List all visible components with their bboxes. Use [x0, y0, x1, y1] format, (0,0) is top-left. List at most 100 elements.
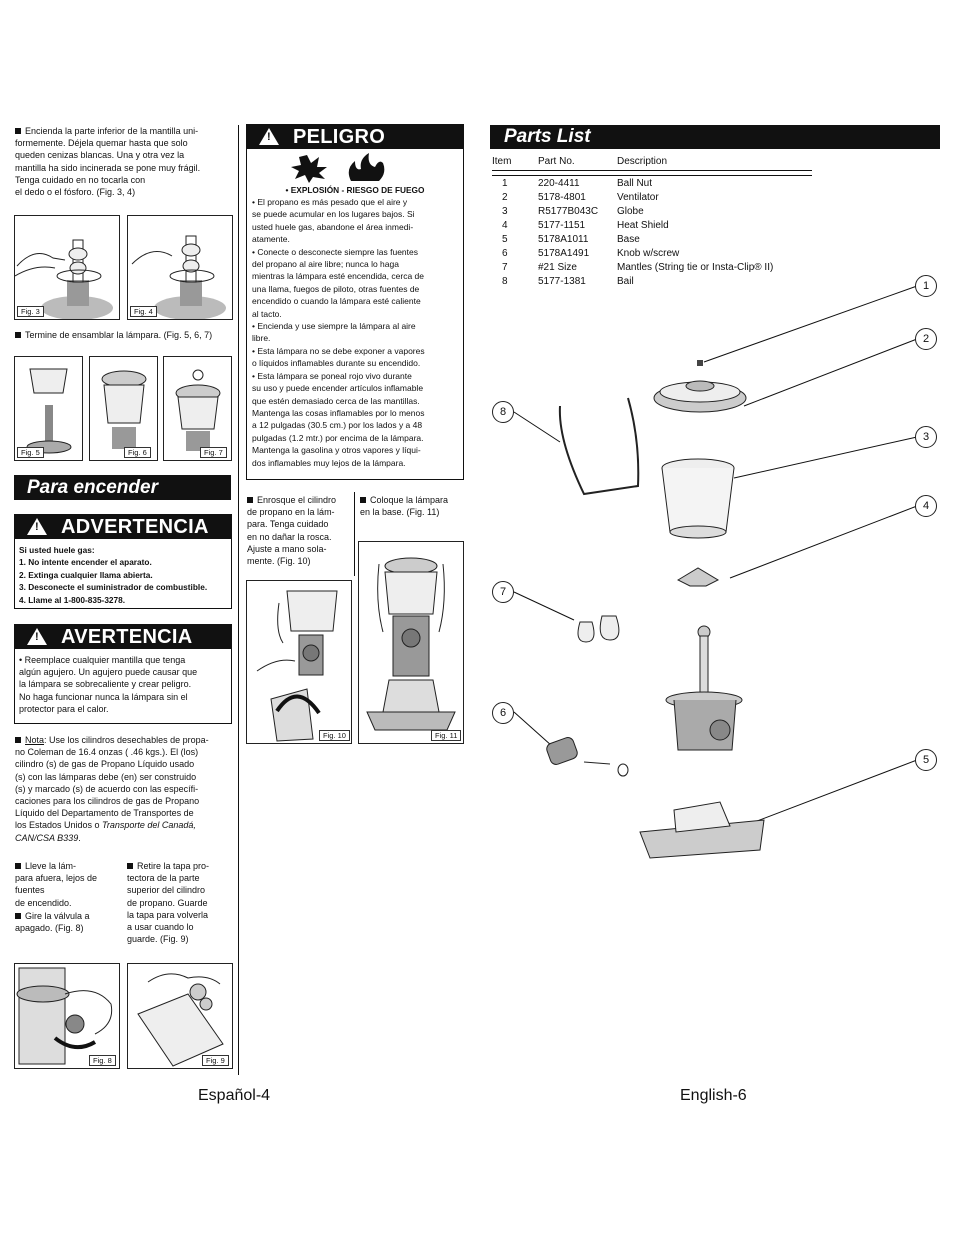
leader-line [733, 436, 918, 479]
callout-3: 3 [915, 426, 937, 448]
advertencia-line: 2. Extinga cualquier llama abierta. [19, 569, 153, 580]
middle-divider [354, 492, 355, 576]
cell-description: Ball Nut [617, 178, 653, 189]
cell-part-no: 5178A1491 [538, 248, 590, 259]
advertencia-line: Si usted huele gas: [19, 545, 95, 555]
bullet-icon [15, 332, 21, 338]
nota-text: : Use los cilindros desechables de propa… [15, 735, 209, 831]
parts-table-row: 4 5177-1151 Heat Shield [492, 220, 812, 234]
peligro-header: ! PELIGRO [247, 125, 463, 149]
cell-part-no: #21 Size [538, 262, 577, 273]
bail-part [558, 397, 640, 496]
step-screw-cylinder: Enrosque el cilindro de propano en la lá… [247, 494, 353, 567]
step-place-base: Coloque la lámpara en la base. (Fig. 11) [360, 494, 464, 518]
banner-title: Parts List [504, 126, 591, 147]
globe-assembly-illustration [26, 368, 72, 454]
callout-4: 4 [915, 495, 937, 517]
cell-item: 8 [502, 276, 508, 287]
cell-description: Heat Shield [617, 220, 669, 231]
figure-6: Fig. 6 [89, 356, 158, 461]
cell-item: 7 [502, 262, 508, 273]
explosion-fire-icon [291, 153, 385, 183]
ventilator-part [653, 380, 747, 413]
advertencia-body: Si usted huele gas: 1. No intente encend… [15, 539, 231, 606]
cell-item: 1 [502, 178, 508, 189]
figure-10: Fig. 10 [246, 580, 352, 744]
avertencia-title: AVERTENCIA [61, 626, 193, 648]
cell-part-no: 5178A1011 [538, 234, 589, 245]
leader-line [703, 285, 918, 363]
fig-5-label: Fig. 5 [17, 447, 44, 458]
bullet-icon [127, 863, 133, 869]
bullet-icon [15, 913, 21, 919]
lantern-mantle-burn-illustration [131, 235, 226, 319]
leader-line [729, 505, 918, 579]
parts-table-header: Item Part No. Description [492, 156, 812, 171]
callout-6: 6 [492, 702, 514, 724]
column-divider [238, 125, 239, 1075]
step-assemble: Termine de ensamblar la lámpara. (Fig. 5… [15, 329, 235, 341]
section-banner-parts-list: Parts List [490, 125, 940, 149]
callout-1: 1 [915, 275, 937, 297]
banner-title: Para encender [27, 477, 158, 498]
advertencia-line: 1. No intente encender el aparato. [19, 557, 152, 568]
fig-8-label: Fig. 8 [89, 1055, 116, 1066]
peligro-subtitle: • EXPLOSIÓN - RIESGO DE FUEGO [285, 185, 425, 195]
cell-part-no: 5178-4801 [538, 192, 586, 203]
cell-item: 5 [502, 234, 508, 245]
page-number-english: English-6 [680, 1087, 747, 1104]
cell-part-no: 5177-1151 [538, 220, 586, 231]
parts-table-row: 2 5178-4801 Ventilator [492, 192, 812, 206]
step-assemble-text: Termine de ensamblar la lámpara. (Fig. 5… [25, 330, 213, 340]
warning-triangle-icon: ! [259, 128, 279, 145]
advertencia-title: ADVERTENCIA [61, 516, 209, 538]
nota-end: . [78, 832, 81, 843]
fig-9-label: Fig. 9 [202, 1055, 229, 1066]
callout-8: 8 [492, 401, 514, 423]
exploded-parts-diagram [513, 285, 918, 859]
cell-part-no: R5177B043C [538, 206, 599, 217]
cell-item: 4 [502, 220, 508, 231]
peligro-box: ! PELIGRO • EXPLOSIÓN - RIESGO DE FUEGO … [246, 124, 464, 480]
figure-11: Fig. 11 [358, 541, 464, 744]
base-part [639, 801, 765, 859]
peligro-title: PELIGRO [293, 126, 386, 148]
section-banner-para-encender: Para encender [14, 475, 231, 500]
leader-line [513, 411, 561, 443]
fig-7-label: Fig. 7 [200, 447, 227, 458]
cell-description: Globe [617, 206, 644, 217]
fig-11-label: Fig. 11 [431, 730, 462, 741]
step-outdoors-text: Lleve la lám- para afuera, lejos de fuen… [15, 861, 98, 908]
leader-line [513, 711, 553, 747]
step-screw-cylinder-text: Enrosque el cilindro de propano en la lá… [247, 495, 337, 567]
ventilator-assembly-illustration [101, 370, 147, 449]
advertencia-line: 3. Desconecte el suministrador de combus… [19, 582, 208, 593]
ball-nut-assembly-illustration [175, 369, 221, 451]
advertencia-line: 4. Llame al 1-800-835-3278. [19, 594, 126, 605]
avertencia-header: ! AVERTENCIA [15, 625, 231, 649]
step-valve-text: Gire la válvula a apagado. (Fig. 8) [15, 911, 90, 934]
nota-paragraph: Nota: Use los cilindros desechables de p… [15, 734, 235, 844]
callout-5: 5 [915, 749, 937, 771]
callout-2: 2 [915, 328, 937, 350]
leader-line [743, 759, 918, 827]
globe-part [661, 458, 735, 539]
knob-part [546, 737, 629, 777]
cell-description: Ventilator [617, 192, 659, 203]
cell-item: 2 [502, 192, 508, 203]
step-mantle-light-text: Encienda la parte inferior de la mantill… [15, 126, 201, 198]
cylinder-cap-illustration [137, 973, 224, 1067]
callout-7: 7 [492, 581, 514, 603]
step-valve: Gire la válvula a apagado. (Fig. 8) [15, 910, 125, 934]
fig-6-label: Fig. 6 [124, 447, 151, 458]
bullet-icon [247, 497, 253, 503]
cell-item: 6 [502, 248, 508, 259]
cell-part-no: 5177-1381 [538, 276, 586, 287]
